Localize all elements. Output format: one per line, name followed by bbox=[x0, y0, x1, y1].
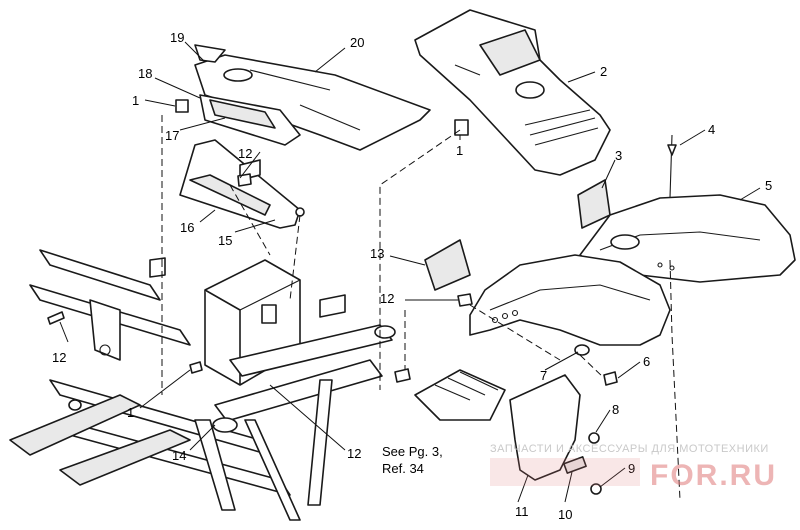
bolt-12b bbox=[457, 293, 473, 307]
callout-12a: 12 bbox=[238, 146, 252, 161]
callout-1a: 1 bbox=[132, 93, 139, 108]
license-bracket bbox=[509, 374, 602, 495]
watermark: ЗАПЧАСТИ И АКСЕССУАРЫ ДЛЯ МОТОТЕХНИКИ FO… bbox=[490, 443, 777, 492]
watermark-tagline: ЗАПЧАСТИ И АКСЕССУАРЫ ДЛЯ МОТОТЕХНИКИ bbox=[490, 443, 769, 455]
dash-console bbox=[414, 9, 611, 176]
see-page-note-line2: Ref. 34 bbox=[382, 461, 424, 476]
callout-7: 7 bbox=[540, 368, 547, 383]
callout-4: 4 bbox=[708, 122, 715, 137]
bolt-6 bbox=[603, 371, 618, 386]
callout-10: 10 bbox=[558, 507, 572, 522]
callout-6: 6 bbox=[643, 354, 650, 369]
callout-8: 8 bbox=[612, 402, 619, 417]
callout-3: 3 bbox=[615, 148, 622, 163]
frame-assembly bbox=[9, 249, 396, 521]
callout-20: 20 bbox=[350, 35, 364, 50]
callout-19: 19 bbox=[170, 30, 184, 45]
hood-assembly bbox=[175, 44, 431, 151]
callout-1b: 1 bbox=[456, 143, 463, 158]
bolt-12c bbox=[394, 368, 411, 383]
callout-11: 11 bbox=[515, 504, 529, 519]
callout-15: 15 bbox=[218, 233, 232, 248]
callout-9: 9 bbox=[628, 461, 635, 476]
callout-1c: 1 bbox=[127, 405, 134, 420]
callout-18: 18 bbox=[138, 66, 152, 81]
callout-16: 16 bbox=[180, 220, 194, 235]
callout-12d: 12 bbox=[347, 446, 361, 461]
callout-5: 5 bbox=[765, 178, 772, 193]
callout-2: 2 bbox=[600, 64, 607, 79]
leader-lines bbox=[59, 41, 761, 503]
callouts: 19 20 18 1 17 12 16 15 2 1 4 3 5 13 12 6… bbox=[52, 30, 772, 522]
callout-13: 13 bbox=[370, 246, 384, 261]
decal-13 bbox=[424, 239, 471, 291]
front-fender bbox=[469, 254, 671, 346]
callout-12b: 12 bbox=[380, 291, 394, 306]
callout-17: 17 bbox=[165, 128, 179, 143]
see-page-note-line1: See Pg. 3, bbox=[382, 444, 443, 459]
fastener-1 bbox=[454, 119, 469, 136]
washer-7 bbox=[574, 344, 590, 356]
alignment-lines bbox=[161, 115, 681, 501]
footboard bbox=[414, 369, 506, 421]
callout-14: 14 bbox=[172, 448, 186, 463]
callout-12c: 12 bbox=[52, 350, 66, 365]
bolt-12a bbox=[237, 173, 252, 187]
watermark-brand: FOR.RU bbox=[650, 459, 777, 492]
watermark-logo bbox=[490, 458, 640, 486]
